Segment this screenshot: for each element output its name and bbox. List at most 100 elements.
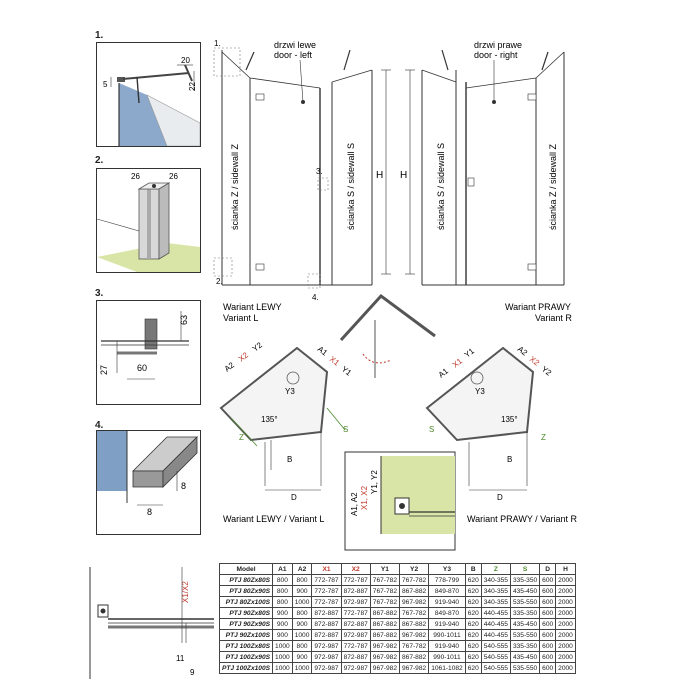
- table-cell: 967-982: [369, 640, 400, 652]
- table-cell: 900: [272, 607, 293, 619]
- detail-b-panel: X1/X2 11 9: [86, 563, 214, 679]
- variant-right-en: Variant R: [535, 313, 572, 323]
- table-cell: 900: [272, 629, 293, 641]
- detail-2-panel: 26 26: [96, 168, 201, 273]
- table-cell: 767-782: [398, 607, 430, 619]
- table-cell: 620: [464, 574, 482, 586]
- table-cell: 919-940: [428, 618, 466, 630]
- table-cell: 335-350: [509, 607, 541, 619]
- table-cell: 872-887: [311, 607, 342, 619]
- table-cell: 767-782: [398, 640, 430, 652]
- right-a1-label: A1: [437, 366, 451, 379]
- table-cell: 990-1011: [428, 651, 466, 663]
- table-cell: 1000: [291, 596, 313, 608]
- spec-table: Model A1 A2 X1 X2 Y1 Y2 Y3 B Z S D H PTJ…: [218, 563, 576, 674]
- table-cell: 800: [291, 640, 313, 652]
- table-cell: 900: [291, 585, 313, 597]
- table-cell: 800: [272, 585, 293, 597]
- detail-b-9: 9: [190, 668, 195, 677]
- detail-3-drawing: 63 27 60: [99, 311, 189, 380]
- left-s-label: S: [343, 425, 348, 434]
- table-cell: 440-455: [480, 618, 511, 630]
- col-model: Model: [218, 563, 274, 575]
- table-cell: 2000: [555, 596, 576, 608]
- table-cell: 440-455: [480, 607, 511, 619]
- col-h: H: [555, 563, 576, 575]
- left-y3-label: Y3: [285, 387, 295, 396]
- table-cell: 600: [539, 585, 557, 597]
- table-cell: 772-787: [311, 596, 342, 608]
- table-cell: 849-870: [428, 607, 466, 619]
- col-x1: X1: [311, 563, 342, 575]
- table-cell-model: PTJ 90Zx90S: [218, 618, 274, 630]
- left-a2-label: A2: [223, 360, 237, 373]
- variant-left-en: Variant L: [223, 313, 258, 323]
- left-a1-label: A1: [316, 344, 330, 357]
- table-cell: 2000: [555, 629, 576, 641]
- table-cell: 867-882: [398, 651, 430, 663]
- dim-20: 20: [181, 56, 190, 65]
- right-set: H drzwi prawe door - right ścianka S / s…: [400, 40, 565, 286]
- table-cell: 767-782: [369, 585, 400, 597]
- table-cell: 340-355: [480, 585, 511, 597]
- table-cell: 772-787: [340, 574, 371, 586]
- table-cell: 919-940: [428, 640, 466, 652]
- table-cell: 872-887: [340, 618, 371, 630]
- detail-4-drawing: 8 8: [97, 431, 198, 517]
- detail-2-drawing: 26 26: [97, 172, 200, 272]
- table-cell: 540-555: [480, 662, 511, 674]
- table-cell-model: PTJ 80Zx100S: [218, 596, 274, 608]
- front-elevation-drawing: H drzwi lewe door - left ścianka Z / sid…: [213, 39, 565, 302]
- table-cell: 849-870: [428, 585, 466, 597]
- table-cell: 967-982: [398, 629, 430, 641]
- table-cell: 600: [539, 640, 557, 652]
- table-cell: 2000: [555, 574, 576, 586]
- table-cell: 1000: [272, 640, 293, 652]
- table-cell: 535-550: [509, 629, 541, 641]
- table-cell-model: PTJ 90Zx80S: [218, 607, 274, 619]
- table-cell: 972-987: [311, 651, 342, 663]
- dim-26-right: 26: [169, 172, 178, 181]
- left-wall-z-label: ścianka Z / sidewall Z: [230, 143, 240, 230]
- table-cell: 867-882: [398, 618, 430, 630]
- col-y1: Y1: [369, 563, 400, 575]
- table-cell: 340-355: [480, 596, 511, 608]
- door-left-pl: drzwi lewe: [274, 40, 316, 50]
- table-cell: 2000: [555, 640, 576, 652]
- right-d-label: D: [497, 493, 503, 502]
- table-cell: 1000: [272, 662, 293, 674]
- table-cell: 967-982: [369, 662, 400, 674]
- table-cell: 540-555: [480, 640, 511, 652]
- variant-right-pl: Wariant PRAWY: [505, 302, 571, 312]
- table-cell: 620: [464, 585, 482, 597]
- step-label-3: 3.: [95, 288, 104, 299]
- table-cell: 620: [464, 629, 482, 641]
- dim-63: 63: [179, 315, 189, 325]
- table-cell-model: PTJ 100Zx90S: [218, 651, 274, 663]
- table-cell: 620: [464, 607, 482, 619]
- dim-26-left: 26: [131, 172, 140, 181]
- right-wall-s-label: ścianka S / sidewall S: [436, 143, 446, 230]
- table-cell-model: PTJ 100Zx100S: [218, 662, 274, 674]
- left-plan: Z S B D Y3 135° A2 X2 Y2 A1 X1 Y1: [219, 340, 353, 502]
- table-cell: 972-987: [311, 640, 342, 652]
- table-cell-model: PTJ 90Zx100S: [218, 629, 274, 641]
- right-wall-z-label: ścianka Z / sidewall Z: [548, 143, 558, 230]
- step-label-1: 1.: [95, 30, 104, 41]
- plan-views-drawing: Wariant LEWY Variant L Wariant PRAWY Var…: [219, 293, 578, 551]
- table-cell: 2000: [555, 662, 576, 674]
- table-cell: 800: [291, 607, 313, 619]
- col-x2: X2: [340, 563, 371, 575]
- col-a1: A1: [272, 563, 293, 575]
- table-cell: 600: [539, 574, 557, 586]
- left-angle-label: 135°: [261, 415, 278, 424]
- table-cell: 335-350: [509, 640, 541, 652]
- table-cell: 435-450: [509, 618, 541, 630]
- door-left-en: door - left: [274, 50, 313, 60]
- step-label-4: 4.: [95, 420, 104, 431]
- table-cell: 435-450: [509, 585, 541, 597]
- door-swing-sketch: [339, 293, 436, 378]
